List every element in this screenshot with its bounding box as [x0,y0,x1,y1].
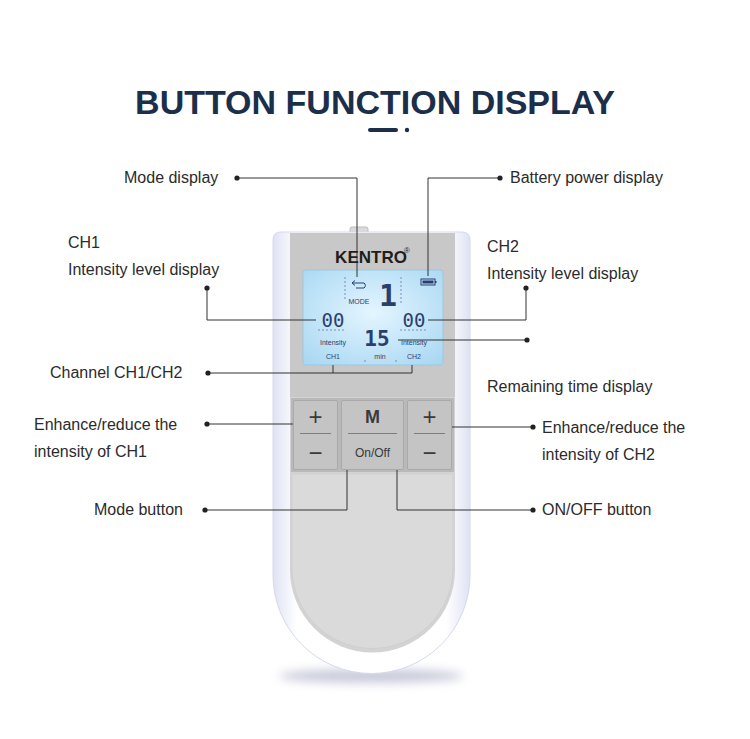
lcd-screen [303,270,443,365]
callout-label: CH1 [68,233,100,253]
device-housing [273,232,470,674]
lcd-channel-label: CH2 [399,353,429,361]
lcd-dividers [318,277,428,364]
leader-dot [523,285,528,290]
callout-label: Enhance/reduce the intensity of CH1 [34,411,202,465]
callout-label: ON/OFF button [542,500,651,520]
leader-dot [234,175,239,180]
key-label: M [342,401,403,433]
leader-dot [524,337,529,342]
screen-panel [290,233,455,397]
battery-level [423,281,434,284]
leader-dot [497,175,502,180]
callout-label: CH2 [487,237,519,257]
callout-label: Channel CH1/CH2 [50,363,183,383]
battery-icon [421,279,435,285]
mode-icon [352,281,365,289]
leader-ch1-keys [207,424,304,425]
title-dot [405,128,409,132]
keypad-ground [291,398,454,472]
lcd-remaining-time: 15 [360,328,394,351]
callout-label: Mode button [94,500,183,520]
lcd-mode-label: MODE [344,298,374,306]
mode-onoff-key: MOn/Off [341,400,404,470]
callout-label: Enhance/reduce the intensity of CH2 [542,414,710,468]
leader-dots [202,175,535,512]
leader-dot [530,507,535,512]
key-divider [414,433,445,434]
leader-ch2-intensity [428,288,526,320]
lcd-channel-label: CH1 [318,353,348,361]
leader-channel [208,365,412,373]
key-label: On/Off [342,435,403,471]
leader-dot [204,421,209,426]
key-divider [348,433,397,434]
lcd-ch2-intensity: 00 [399,310,429,331]
key-label: + [408,401,451,433]
ch2-key: +− [407,400,452,470]
leader-dot [530,424,535,429]
title: BUTTON FUNCTION DISPLAY [0,82,750,122]
device-face [290,233,455,652]
key-label: − [294,435,337,471]
callout-label: Remaining time display [487,377,652,397]
callout-label: Intensity level display [487,264,638,284]
key-divider [300,433,331,434]
lcd-unit-label: Intensity [313,339,353,347]
battery-tip [435,281,437,283]
leader-lines [205,178,533,510]
leader-dot [202,507,207,512]
key-label: + [294,401,337,433]
leader-dot [204,285,209,290]
lower-panel [292,474,453,649]
callout-label: Battery power display [510,168,663,188]
key-label: − [408,435,451,471]
lcd-unit-label: min [367,353,393,361]
title-underline [368,128,398,132]
leader-dot [205,370,210,375]
ch1-key: +− [293,400,338,470]
registered-mark: ® [404,246,410,255]
lcd-mode-number: 1 [376,280,400,312]
callout-label: Intensity level display [68,260,219,280]
lcd-unit-label: Intensity [394,339,434,347]
brand-name: KENTRO [326,248,416,268]
lcd-ch1-intensity: 00 [318,310,348,331]
leader-battery [428,178,500,276]
leader-ch2-keys [443,427,533,428]
leader-ch1-intensity [207,288,316,320]
callout-label: Mode display [124,168,218,188]
